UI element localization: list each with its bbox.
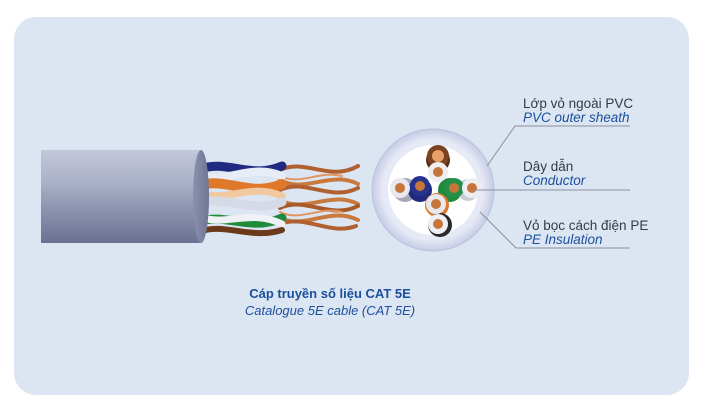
insulation-label-vi: Vỏ bọc cách điện PE [523, 218, 649, 233]
sheath-label-vi: Lớp vỏ ngoài PVC [523, 96, 634, 111]
leader-lines [474, 125, 630, 249]
twisted-pairs [193, 161, 287, 237]
caption: Cáp truyền số liệu CAT 5E Catalogue 5E c… [180, 285, 480, 319]
cable-outer-sheath [41, 150, 209, 243]
caption-title: Cáp truyền số liệu CAT 5E [249, 286, 411, 301]
sheath-label-en: PVC outer sheath [523, 110, 630, 125]
bare-copper-conductors [278, 164, 360, 231]
conductor-label-en: Conductor [523, 173, 586, 188]
cable-cross-section [371, 128, 495, 252]
caption-subtitle: Catalogue 5E cable (CAT 5E) [244, 303, 416, 318]
insulation-label-en: PE Insulation [523, 232, 603, 247]
conductor-label-vi: Dây dẫn [523, 159, 574, 174]
